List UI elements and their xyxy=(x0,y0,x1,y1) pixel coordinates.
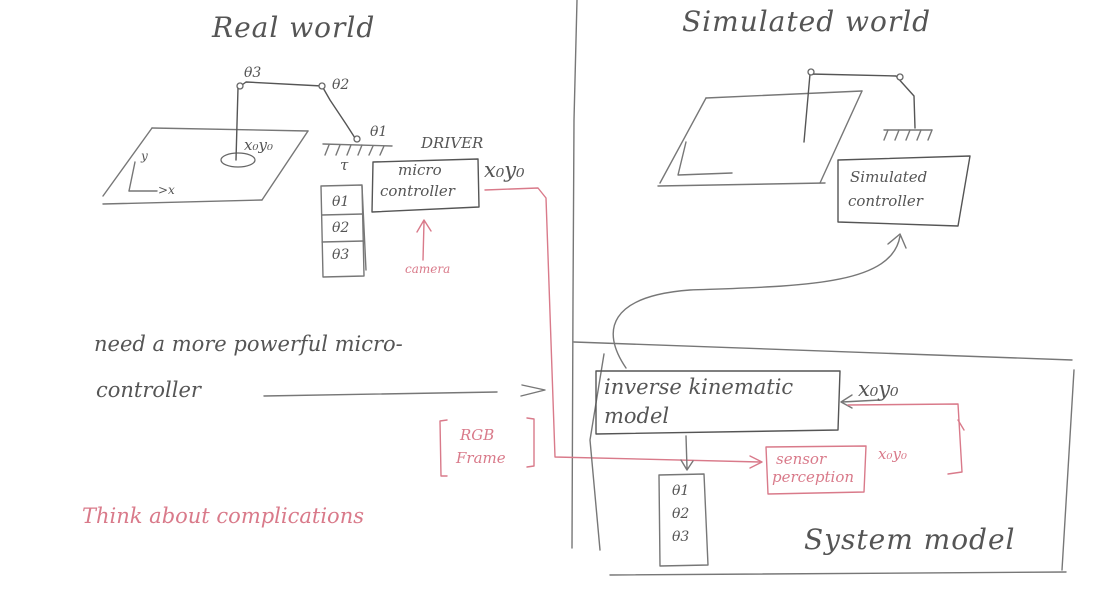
axis-y-label: y xyxy=(141,149,148,163)
system-model-left xyxy=(589,353,605,551)
microcontroller-label-2: controller xyxy=(380,182,455,200)
ik-to-sim-arrowhead xyxy=(887,233,907,249)
sim-table-bottom xyxy=(657,182,826,187)
camera-label: camera xyxy=(405,262,451,276)
real-stack-edge xyxy=(361,185,367,271)
axis-x-label: >x xyxy=(158,183,175,197)
joint-theta2 xyxy=(318,82,326,90)
sys-stack-theta1: θ1 xyxy=(672,483,690,499)
notes-arrowhead xyxy=(520,384,546,397)
real-stack-theta2: θ2 xyxy=(332,220,350,236)
microcontroller-label-1: micro xyxy=(398,161,442,179)
system-model-right xyxy=(1061,369,1075,571)
center-divider xyxy=(571,0,578,549)
theta3-label: θ3 xyxy=(244,65,262,81)
ik-input-arrow xyxy=(840,394,881,409)
notes-underline-arrow xyxy=(263,391,498,397)
system-model-top xyxy=(573,341,1073,361)
frame-label: Frame xyxy=(456,449,506,467)
ik-label-1: inverse kinematic xyxy=(604,375,794,399)
real-theta-stack-dividers xyxy=(321,213,365,243)
real-axis-y xyxy=(128,161,136,192)
sim-controller-label-1: Simulated xyxy=(850,168,928,186)
ik-box xyxy=(595,370,841,435)
arm-link-lower xyxy=(321,85,356,139)
micro-output-label: x₀y₀ xyxy=(484,158,525,182)
theta1-label: θ1 xyxy=(370,124,388,140)
camera-arrow xyxy=(416,219,432,261)
arm-link-upper xyxy=(237,81,323,89)
sim-controller-label-2: controller xyxy=(848,192,923,210)
real-theta-stack-box xyxy=(320,184,365,278)
joint-theta3 xyxy=(236,82,244,90)
real-table-bottom xyxy=(102,199,263,205)
feedback-loop xyxy=(847,403,965,475)
sim-arm xyxy=(803,73,916,143)
target-label: x₀y₀ xyxy=(244,136,273,154)
system-model-title: System model xyxy=(804,523,1016,556)
base-ground xyxy=(322,143,393,147)
ik-label-2: model xyxy=(604,404,670,428)
sensor-label-2: perception xyxy=(772,468,855,486)
system-model-bottom xyxy=(609,571,1067,576)
tau-label: τ xyxy=(340,156,349,174)
sys-stack-theta3: θ3 xyxy=(672,529,690,545)
real-table-left xyxy=(102,127,153,197)
signal-line-red xyxy=(484,187,761,463)
notes-line-2: controller xyxy=(96,378,201,402)
sim-axis xyxy=(677,141,733,176)
sim-table-top xyxy=(705,90,863,99)
notes-line-1: need a more powerful micro- xyxy=(94,332,403,356)
driver-label: DRIVER xyxy=(421,134,484,152)
joint-theta1 xyxy=(353,135,361,143)
real-table-top xyxy=(151,127,309,132)
rgb-label: RGB xyxy=(460,426,495,444)
theta2-label: θ2 xyxy=(332,77,350,93)
ik-input-label: x₀y₀ xyxy=(858,377,899,401)
microcontroller-box xyxy=(371,158,480,213)
sim-hatching xyxy=(883,129,933,141)
sys-theta-stack-box xyxy=(658,473,709,567)
ik-to-sim-curve xyxy=(612,235,901,369)
real-stack-theta3: θ3 xyxy=(332,247,350,263)
complications-note: Think about complications xyxy=(82,504,364,528)
sensor-box xyxy=(765,445,867,495)
sensor-label-1: sensor xyxy=(776,450,827,468)
sim-controller-box xyxy=(837,155,971,227)
sys-stack-theta2: θ2 xyxy=(672,506,690,522)
real-world-title: Real world xyxy=(212,11,376,44)
signal-arrowhead xyxy=(749,455,763,469)
arm-end-effector xyxy=(235,87,239,161)
simulated-world-title: Simulated world xyxy=(682,5,932,38)
target-ellipse xyxy=(220,152,256,168)
rgb-frame-box xyxy=(439,417,535,477)
sensor-output-label: x₀y₀ xyxy=(878,445,907,463)
real-stack-theta1: θ1 xyxy=(332,194,350,210)
base-hatching xyxy=(324,144,385,156)
sim-joint-upper xyxy=(807,68,815,76)
sim-table-right xyxy=(819,90,863,184)
ik-to-stack-arrow xyxy=(680,435,694,471)
sim-table-left xyxy=(659,97,707,184)
real-table-right xyxy=(261,130,309,201)
sim-joint-right xyxy=(896,73,904,81)
